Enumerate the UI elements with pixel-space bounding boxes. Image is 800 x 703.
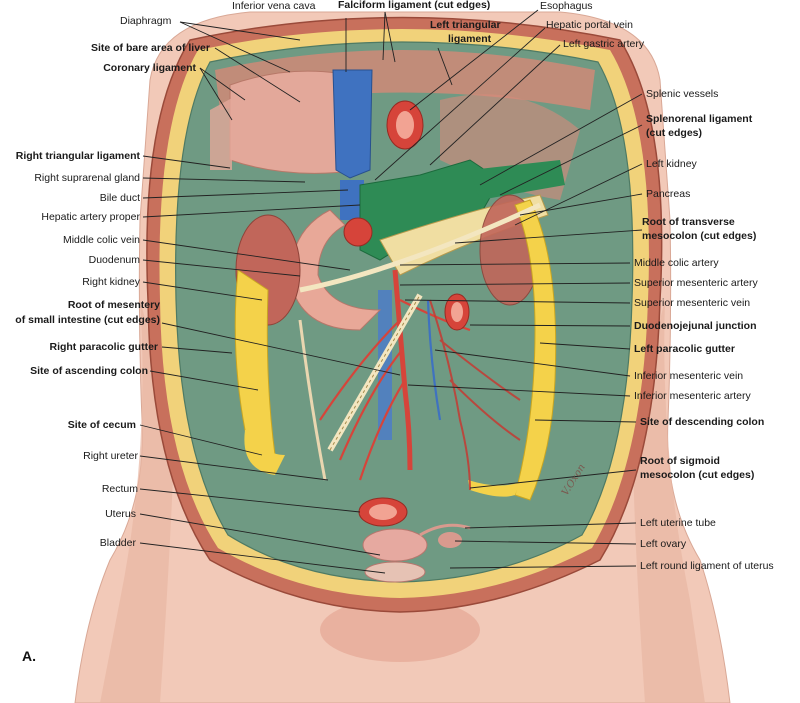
superior-mesenteric-artery xyxy=(392,269,413,471)
label-left-paracolic-gutter: Left paracolic gutter xyxy=(634,343,735,355)
label-site-of-cecum: Site of cecum xyxy=(67,419,136,431)
label-middle-colic-artery: Middle colic artery xyxy=(634,257,719,269)
label-hepatic-artery-proper: Hepatic artery proper xyxy=(41,211,140,223)
label-hepatic-portal-vein: Hepatic portal vein xyxy=(546,19,633,31)
inferior-vena-cava xyxy=(332,69,373,179)
label-inferior-mesenteric-vein: Inferior mesenteric vein xyxy=(634,370,744,382)
label-left-kidney: Left kidney xyxy=(646,158,697,170)
right-triangular-ligament-region xyxy=(210,98,232,170)
label-left-triangular-ligament-2: ligament xyxy=(448,33,492,45)
panel-label: A. xyxy=(22,648,36,664)
label-left-ovary: Left ovary xyxy=(640,538,687,550)
label-root-transverse-mesocolon-2: mesocolon (cut edges) xyxy=(642,230,757,242)
label-site-descending-colon: Site of descending colon xyxy=(640,416,765,428)
label-left-gastric-artery: Left gastric artery xyxy=(563,38,645,50)
label-root-of-mesentery-1: Root of mesentery xyxy=(67,299,160,311)
label-right-ureter: Right ureter xyxy=(83,450,138,462)
label-uterus: Uterus xyxy=(105,508,136,520)
label-bile-duct: Bile duct xyxy=(99,192,140,204)
label-diaphragm: Diaphragm xyxy=(120,15,172,27)
splenic-vein xyxy=(470,160,565,200)
label-left-round-ligament: Left round ligament of uterus xyxy=(640,560,774,572)
label-bladder: Bladder xyxy=(99,537,136,549)
duodenum-lumen xyxy=(343,217,373,247)
label-middle-colic-vein: Middle colic vein xyxy=(62,234,140,246)
label-falciform-ligament: Falciform ligament (cut edges) xyxy=(338,0,491,11)
label-left-triangular-ligament-1: Left triangular xyxy=(430,19,501,31)
label-root-of-mesentery-2: of small intestine (cut edges) xyxy=(15,314,160,326)
site-of-cecum xyxy=(244,430,285,475)
label-coronary-ligament: Coronary ligament xyxy=(103,62,196,74)
label-bare-area: Site of bare area of liver xyxy=(90,42,210,54)
root-of-mesentery xyxy=(327,293,423,452)
label-site-ascending-colon: Site of ascending colon xyxy=(30,365,148,377)
label-splenorenal-ligament-2: (cut edges) xyxy=(646,127,703,139)
label-root-sigmoid-mesocolon-2: mesocolon (cut edges) xyxy=(640,469,755,481)
inferior-mesenteric-vein xyxy=(426,299,442,421)
label-inferior-mesenteric-artery: Inferior mesenteric artery xyxy=(634,390,751,402)
label-pancreas: Pancreas xyxy=(646,188,691,200)
label-left-uterine-tube: Left uterine tube xyxy=(640,517,716,529)
label-duodenum: Duodenum xyxy=(88,254,140,266)
left-uterine-tube xyxy=(419,523,471,537)
ivc-abdominal xyxy=(378,290,392,440)
label-rectum: Rectum xyxy=(101,483,138,495)
left-ovary xyxy=(438,532,462,548)
label-duodenojejunal-junction: Duodenojejunal junction xyxy=(634,320,757,332)
label-root-sigmoid-mesocolon-1: Root of sigmoid xyxy=(640,455,720,467)
label-right-suprarenal-gland: Right suprarenal gland xyxy=(34,172,140,184)
label-splenic-vessels: Splenic vessels xyxy=(646,88,719,100)
label-right-triangular-ligament: Right triangular ligament xyxy=(15,150,140,162)
site-descending-colon xyxy=(514,199,557,501)
label-root-transverse-mesocolon-1: Root of transverse xyxy=(642,216,735,228)
label-superior-mesenteric-artery: Superior mesenteric artery xyxy=(634,277,758,289)
label-inferior-vena-cava: Inferior vena cava xyxy=(232,0,316,12)
leader-lines xyxy=(139,9,643,574)
pubic-region xyxy=(320,598,480,662)
uterus xyxy=(362,528,428,562)
label-splenorenal-ligament-1: Splenorenal ligament xyxy=(646,113,753,125)
site-sigmoid-colon xyxy=(468,480,520,497)
label-right-kidney: Right kidney xyxy=(82,276,140,288)
sma-branches xyxy=(319,299,471,481)
label-esophagus: Esophagus xyxy=(540,0,593,12)
right-ureter xyxy=(298,319,327,481)
label-right-paracolic-gutter: Right paracolic gutter xyxy=(49,341,158,353)
label-superior-mesenteric-vein: Superior mesenteric vein xyxy=(634,297,751,309)
root-of-transverse-mesocolon xyxy=(299,202,542,293)
bladder xyxy=(364,561,426,583)
